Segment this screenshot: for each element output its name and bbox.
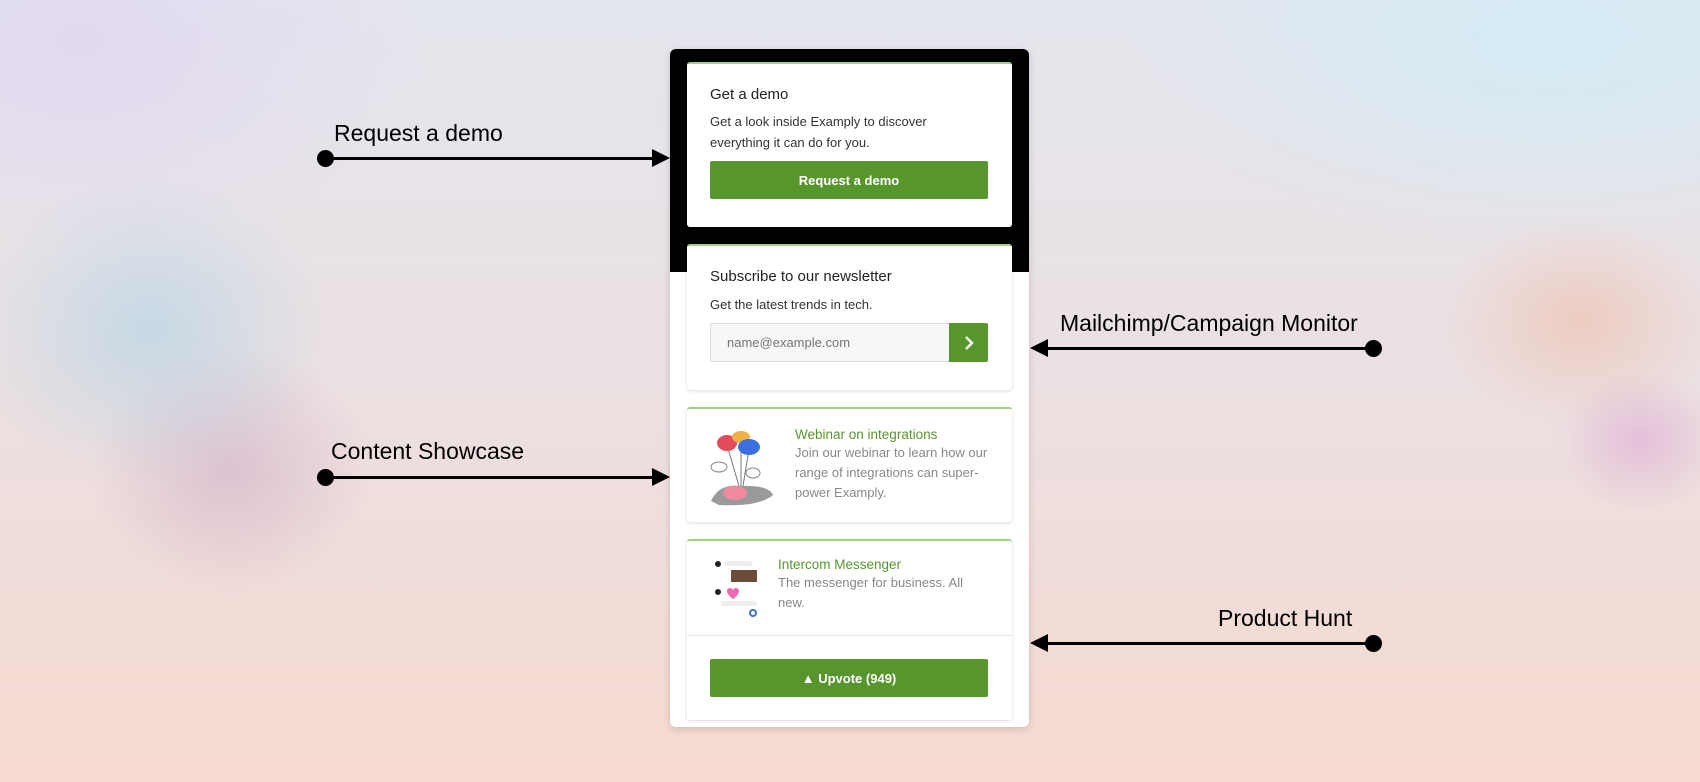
webinar-title[interactable]: Webinar on integrations (795, 427, 938, 442)
annotation-dot (1365, 635, 1382, 652)
annotation-arrow (1045, 642, 1373, 645)
product-hunt-card: Intercom Messenger The messenger for bus… (687, 539, 1012, 720)
annotation-product-hunt: Product Hunt (1218, 605, 1353, 631)
annotation-request-demo: Request a demo (334, 120, 503, 146)
webinar-description: Join our webinar to learn how our range … (795, 445, 988, 500)
annotation-content-showcase: Content Showcase (331, 438, 525, 464)
webinar-illustration (710, 431, 773, 506)
annotation-arrow (1045, 347, 1373, 350)
request-demo-button[interactable]: Request a demo (710, 161, 988, 199)
newsletter-card: Subscribe to our newsletter Get the late… (687, 244, 1012, 390)
annotation-dot (1365, 340, 1382, 357)
arrow-head-icon (652, 468, 670, 486)
product-title[interactable]: Intercom Messenger (778, 557, 902, 572)
email-input[interactable] (710, 323, 949, 362)
widget-panel: Get a demo Get a look inside Examply to … (670, 49, 1029, 727)
upvote-button[interactable]: ▲ Upvote (949) (710, 659, 988, 697)
demo-description: Get a look inside Examply to discover ev… (710, 114, 927, 150)
annotation-arrow (325, 476, 655, 479)
chevron-right-icon (964, 335, 974, 350)
product-info[interactable]: Intercom Messenger The messenger for bus… (687, 541, 1012, 636)
arrow-head-icon (1030, 634, 1048, 652)
arrow-head-icon (652, 149, 670, 167)
newsletter-form (710, 323, 988, 362)
product-thumbnail (715, 561, 757, 617)
demo-card: Get a demo Get a look inside Examply to … (687, 62, 1012, 227)
arrow-head-icon (1030, 339, 1048, 357)
newsletter-title: Subscribe to our newsletter (710, 268, 892, 285)
subscribe-button[interactable] (949, 323, 988, 362)
webinar-card[interactable]: Webinar on integrations Join our webinar… (687, 407, 1012, 522)
demo-title: Get a demo (710, 86, 789, 103)
annotation-arrow (325, 157, 655, 160)
newsletter-description: Get the latest trends in tech. (710, 297, 873, 312)
product-description: The messenger for business. All new. (778, 575, 963, 610)
annotation-mailchimp: Mailchimp/Campaign Monitor (1060, 310, 1358, 336)
